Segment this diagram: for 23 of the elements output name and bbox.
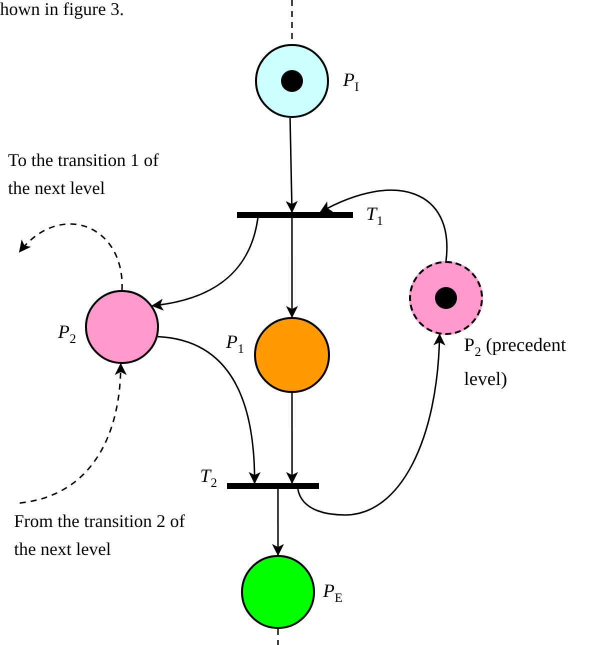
arc-arrow [286, 393, 298, 484]
arc-arrow [286, 118, 298, 213]
transition-label: T$_{1}$ [366, 203, 384, 230]
place-label: P$_{2}$ [58, 321, 76, 348]
arc-line [277, 629, 279, 645]
place-label: P$_{E}$ [323, 580, 343, 607]
note-text: hown in figure 3. [0, 0, 125, 21]
place-label: P$_{2}$ (precedent level) [464, 334, 567, 392]
arc-arrow [151, 218, 259, 310]
transition-bar [237, 212, 353, 218]
note-text: To the transition 1 of the next level [8, 146, 176, 202]
transition-bar [227, 483, 319, 489]
arc-arrow [20, 362, 126, 504]
place-label: P$_{1}$ [226, 331, 244, 358]
arc-arrow [297, 333, 446, 516]
arc-arrow [272, 489, 284, 556]
place-label: P$_{I}$ [343, 69, 359, 96]
arc-arrow [158, 336, 260, 484]
arc-arrow [286, 218, 298, 318]
transition-label: T$_{2}$ [200, 465, 218, 492]
note-text: From the transition 2 of the next level [14, 507, 199, 563]
arc-arrow [320, 190, 448, 262]
arc-arrow [18, 224, 123, 290]
